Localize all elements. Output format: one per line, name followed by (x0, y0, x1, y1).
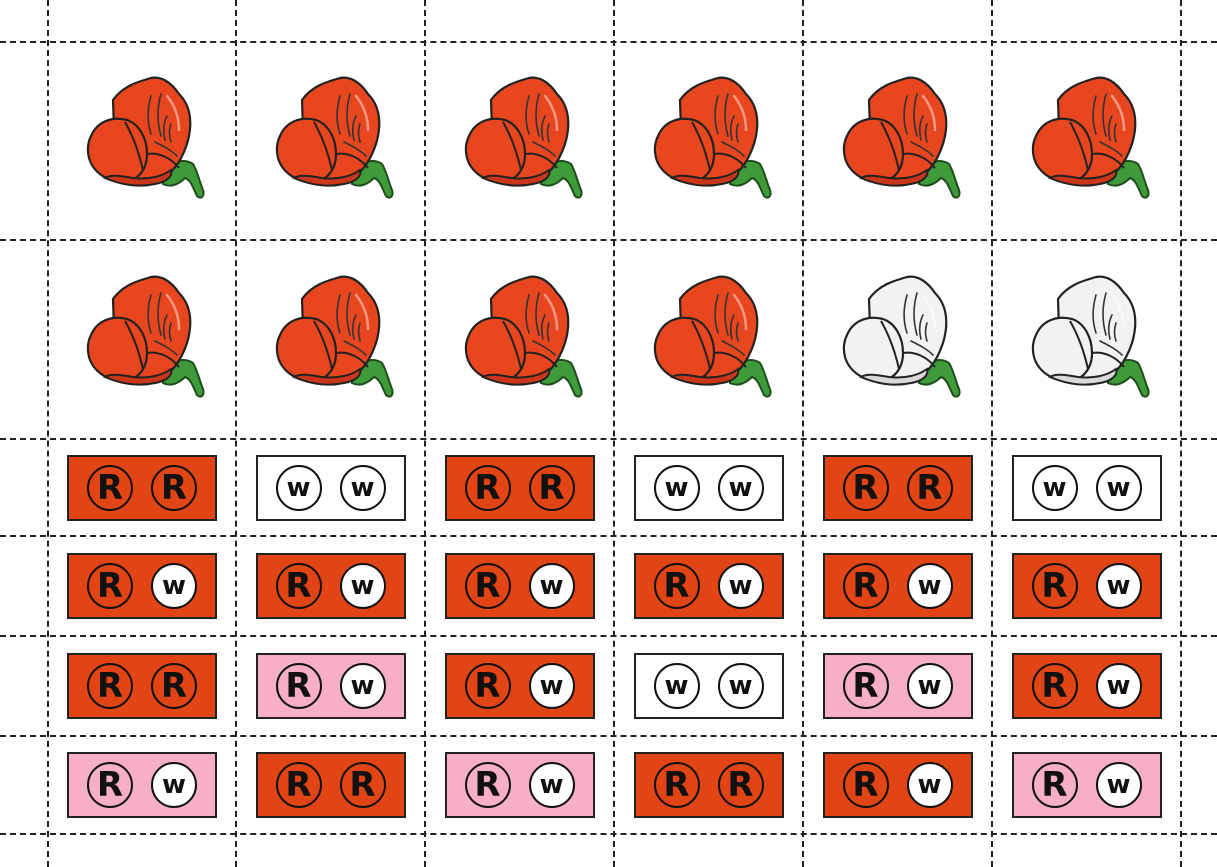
allele-r-circle: R (843, 762, 889, 808)
allele-r-circle: R (1032, 663, 1078, 709)
allele-r-circle: R (276, 563, 322, 609)
genotype-card-white: ww (634, 455, 784, 521)
allele-r-circle: R (151, 663, 197, 709)
allele-r-circle: R (87, 663, 133, 709)
allele-w-circle: w (907, 663, 953, 709)
allele-r-circle: R (465, 465, 511, 511)
red-flower-card (614, 42, 803, 240)
allele-w-circle: w (276, 465, 322, 511)
allele-w-circle: w (529, 663, 575, 709)
allele-w-circle: w (718, 563, 764, 609)
allele-r-circle: R (465, 563, 511, 609)
allele-w-circle: w (340, 563, 386, 609)
allele-r-circle: R (276, 663, 322, 709)
allele-r-circle: R (87, 563, 133, 609)
allele-w-circle: w (529, 563, 575, 609)
genotype-card-white: ww (634, 653, 784, 719)
red-flower-card (236, 240, 425, 439)
red-flower-card (803, 42, 992, 240)
allele-r-circle: R (843, 563, 889, 609)
allele-w-circle: w (654, 663, 700, 709)
allele-r-circle: R (87, 762, 133, 808)
allele-r-circle: R (465, 663, 511, 709)
allele-w-circle: w (529, 762, 575, 808)
allele-w-circle: w (718, 663, 764, 709)
allele-r-circle: R (276, 762, 322, 808)
sweet-pea-flower-icon (256, 66, 406, 216)
sweet-pea-flower-icon (823, 265, 973, 415)
sweet-pea-flower-icon (445, 66, 595, 216)
genotype-card-red: Rw (445, 653, 595, 719)
red-flower-card (425, 240, 614, 439)
white-flower-card (803, 240, 992, 439)
allele-r-circle: R (907, 465, 953, 511)
red-flower-card (236, 42, 425, 240)
allele-w-circle: w (340, 465, 386, 511)
allele-w-circle: w (1096, 663, 1142, 709)
sweet-pea-flower-icon (445, 265, 595, 415)
allele-r-circle: R (718, 762, 764, 808)
sweet-pea-flower-icon (634, 265, 784, 415)
allele-r-circle: R (465, 762, 511, 808)
red-flower-card (48, 240, 236, 439)
sweet-pea-flower-icon (1012, 66, 1162, 216)
allele-w-circle: w (151, 762, 197, 808)
allele-w-circle: w (1096, 465, 1142, 511)
white-flower-card (992, 240, 1181, 439)
allele-w-circle: w (718, 465, 764, 511)
sweet-pea-flower-icon (67, 265, 217, 415)
allele-r-circle: R (1032, 762, 1078, 808)
allele-r-circle: R (1032, 563, 1078, 609)
allele-r-circle: R (151, 465, 197, 511)
allele-r-circle: R (529, 465, 575, 511)
allele-r-circle: R (654, 762, 700, 808)
sweet-pea-flower-icon (1012, 265, 1162, 415)
red-flower-card (48, 42, 236, 240)
sweet-pea-flower-icon (67, 66, 217, 216)
allele-r-circle: R (843, 663, 889, 709)
allele-r-circle: R (340, 762, 386, 808)
sweet-pea-flower-icon (634, 66, 784, 216)
allele-w-circle: w (340, 663, 386, 709)
allele-r-circle: R (843, 465, 889, 511)
genotype-card-red: Rw (445, 553, 595, 619)
allele-w-circle: w (1096, 762, 1142, 808)
allele-r-circle: R (654, 563, 700, 609)
red-flower-card (425, 42, 614, 240)
allele-r-circle: R (87, 465, 133, 511)
allele-w-circle: w (1096, 563, 1142, 609)
allele-w-circle: w (1032, 465, 1078, 511)
sweet-pea-flower-icon (823, 66, 973, 216)
allele-w-circle: w (654, 465, 700, 511)
sweet-pea-flower-icon (256, 265, 406, 415)
allele-w-circle: w (907, 563, 953, 609)
red-flower-card (614, 240, 803, 439)
red-flower-card (992, 42, 1181, 240)
allele-w-circle: w (907, 762, 953, 808)
allele-w-circle: w (151, 563, 197, 609)
